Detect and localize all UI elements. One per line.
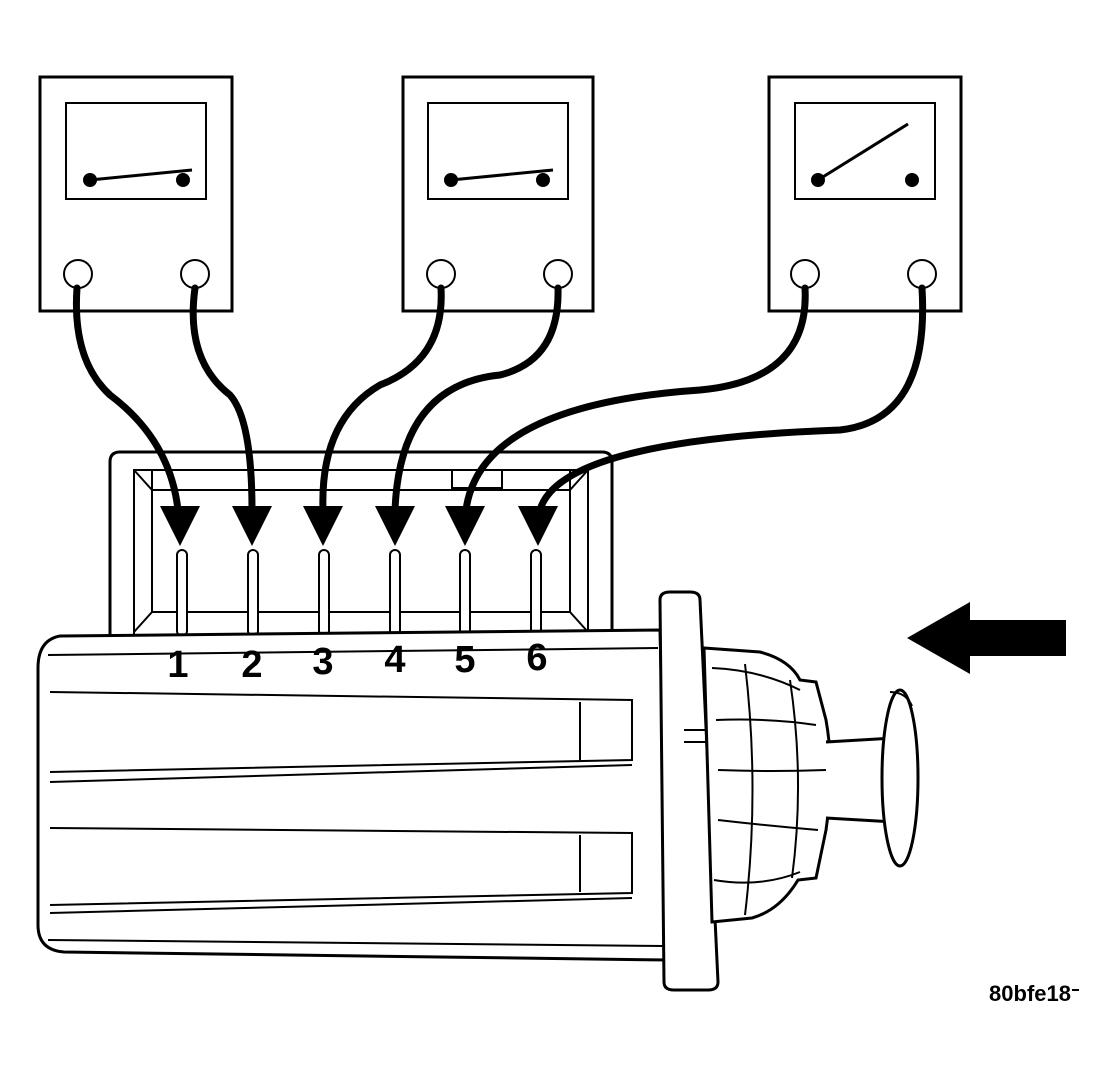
lead-arrow-5 <box>445 506 485 546</box>
meter-2-terminal-right <box>543 259 573 289</box>
lead-arrow-2 <box>232 506 272 546</box>
lead-arrow-3 <box>303 506 343 546</box>
pin-label-3: 3 <box>312 641 333 683</box>
meter-2 <box>401 75 595 313</box>
lead-pin-2 <box>189 284 256 514</box>
shaft-knob <box>880 688 920 868</box>
meter-3-terminal-left <box>790 259 820 289</box>
meter-1-terminal-left <box>63 259 93 289</box>
meter-2-terminal-left <box>426 259 456 289</box>
pin-1 <box>176 549 188 637</box>
pin-label-2: 2 <box>241 644 262 686</box>
pin-label-1: 1 <box>167 644 188 686</box>
meter-3-terminal-right <box>907 259 937 289</box>
lead-arrowheads <box>160 506 558 546</box>
lead-arrow-4 <box>375 506 415 546</box>
test-leads <box>72 284 927 514</box>
pin-6 <box>530 549 542 637</box>
pin-4 <box>389 549 401 637</box>
meter-1-terminal-right <box>180 259 210 289</box>
lead-pin-1 <box>72 284 182 514</box>
pin-2 <box>247 549 259 637</box>
direction-arrow-left-icon <box>907 602 1066 674</box>
lead-arrow-6 <box>518 506 558 546</box>
figure-id-label: 80bfe18 <box>989 981 1071 1006</box>
pin-3 <box>318 549 330 637</box>
lead-arrow-1 <box>160 506 200 546</box>
meter-1 <box>38 75 234 313</box>
pin-label-4: 4 <box>384 639 405 681</box>
meter-2-needle <box>450 168 554 182</box>
lead-pin-4 <box>391 284 562 514</box>
lead-pin-3 <box>319 284 445 514</box>
pin-label-6: 6 <box>526 637 547 679</box>
pin-5 <box>459 549 471 637</box>
pin-labels: 1 2 3 4 5 6 <box>167 637 547 686</box>
lead-pin-6 <box>536 284 927 514</box>
pin-label-5: 5 <box>454 639 475 681</box>
lead-pin-5 <box>462 284 809 514</box>
meter-1-needle <box>89 168 193 182</box>
meter-3 <box>767 75 963 313</box>
switch-body <box>36 590 920 992</box>
meter-3-needle <box>817 122 909 182</box>
